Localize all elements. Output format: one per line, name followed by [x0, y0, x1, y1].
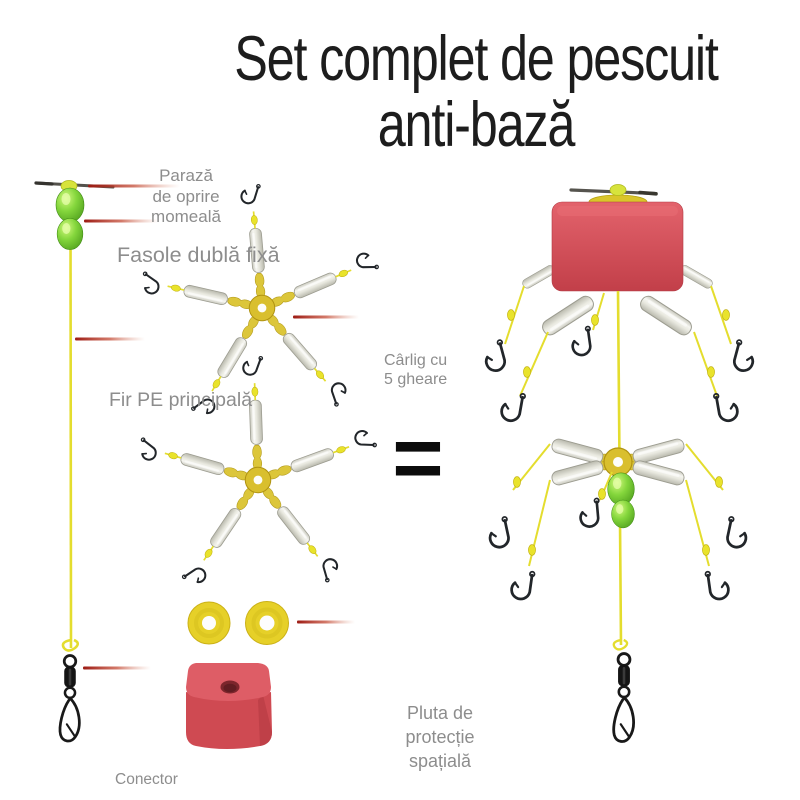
- green-stopper-bead: [56, 217, 84, 251]
- assembled-star-center: [550, 437, 686, 487]
- assembled-foam-block: [551, 201, 684, 292]
- label-connector: Conector: [115, 771, 178, 788]
- fishing-hook-icon: [577, 496, 603, 529]
- fishing-hook-icon: [703, 567, 731, 602]
- fishing-hook-icon: [480, 338, 511, 375]
- fishing-hook-icon: [568, 324, 595, 358]
- rig-tube: [637, 292, 695, 339]
- label-space-protection-float: Pluta de protecție spațială: [405, 703, 475, 771]
- title-line1: Set complet de pescuit: [234, 24, 719, 94]
- foam-float-block: [186, 663, 272, 749]
- top-yellow-bead: [609, 184, 627, 196]
- rig-tube: [678, 263, 715, 291]
- green-stopper-bead: [55, 187, 85, 223]
- yellow-discs: [187, 601, 289, 645]
- bait-stopper-assembly: [34, 180, 115, 743]
- main-pe-line: [69, 219, 73, 649]
- fishing-hook-icon: [728, 338, 759, 375]
- fishing-hook-icon: [509, 567, 537, 602]
- pointer-line: [75, 337, 145, 341]
- page-title: Set complet de pescuit anti-bază: [156, 26, 796, 158]
- equals-sign: =: [392, 408, 444, 507]
- swivel-connector-left: [58, 654, 81, 743]
- label-main-pe-line: Fir PE principală: [109, 389, 253, 411]
- rig-tube: [520, 263, 557, 291]
- assembled-rig: [480, 184, 759, 743]
- fishing-hook-icon: [722, 515, 752, 551]
- pointer-line: [83, 666, 151, 670]
- label-bait-stopper: Parază de oprire momeală: [151, 166, 221, 226]
- green-stopper-bead: [611, 499, 635, 529]
- fishing-hook-icon: [498, 389, 527, 424]
- label-claw-hook: Cârlig cu 5 gheare: [384, 352, 448, 388]
- label-fixed-double-bean: Fasole dublă fixă: [117, 243, 280, 267]
- pointer-line: [297, 620, 355, 624]
- hook-star-rig-2: [128, 348, 387, 596]
- pointer-line: [293, 315, 359, 319]
- swivel-connector-right: [612, 652, 635, 743]
- title-line2: anti-bază: [377, 90, 576, 160]
- fishing-hook-icon: [484, 515, 514, 551]
